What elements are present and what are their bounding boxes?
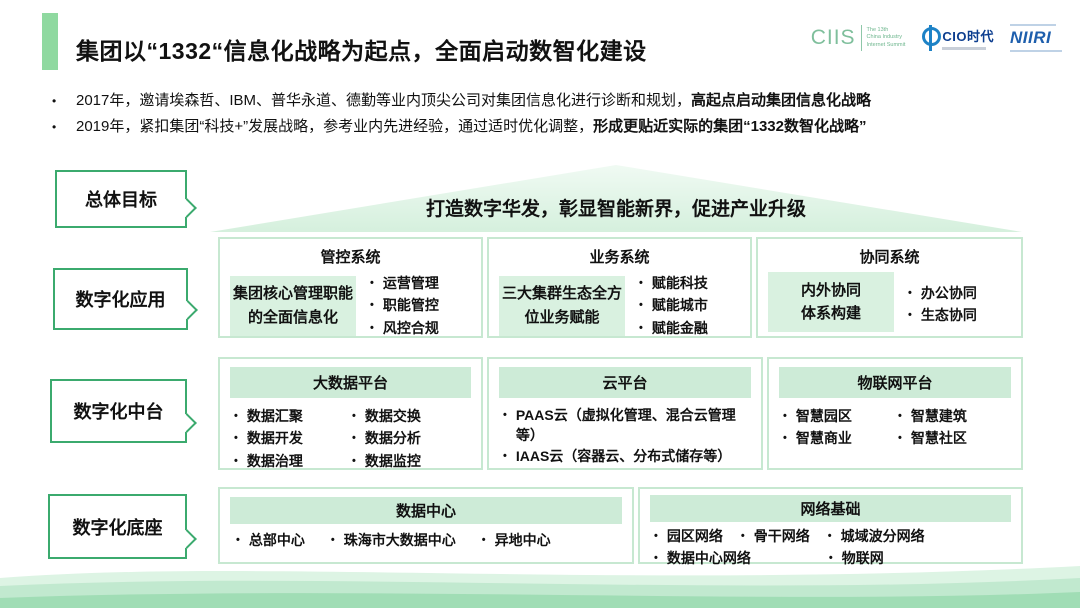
list-item: •数据开发 [234, 430, 303, 447]
intro-bullet-2019-text: 2019年，紧扣集团“科技+”发展战略，参考业内先进经验，通过适时优化调整， [76, 118, 594, 135]
panel-header-band: 大数据平台 [230, 367, 471, 398]
list-item: •智慧社区 [898, 430, 967, 447]
list-item: •数据分析 [352, 430, 421, 447]
panel-title: 管控系统 [320, 249, 381, 266]
list-item: •数据治理 [234, 452, 303, 469]
intro-bullet-2017-text: 2017年，邀请埃森哲、IBM、普华永道、德勤等业内顶尖公司对集团信息化进行诊断… [76, 92, 692, 109]
bullet-dot-icon: • [52, 120, 57, 134]
list-item: •智慧建筑 [898, 408, 967, 424]
intro-bullet-2019: • 2019年，紧扣集团“科技+”发展战略，参考业内先进经验，通过适时优化调整，… [52, 114, 1032, 140]
list-item: •物联网 [828, 550, 884, 567]
list-item: •生态协同 [908, 307, 977, 323]
title-accent-bar [42, 13, 58, 70]
panel-header-band: 网络基础 [650, 495, 1011, 522]
list-item: •数据汇聚 [234, 408, 303, 424]
panel-bigdata-platform: 大数据平台 •数据汇聚 •数据开发 •数据治理 •数据交换 •数据分析 •数据监… [218, 357, 483, 470]
ciis-logo-divider [860, 25, 862, 51]
niiri-logo-topbar [1010, 24, 1056, 26]
cio-logo-subtext-bar [942, 47, 987, 50]
goal-pyramid: 打造数字华发，彰显智能新界，促进产业升级 [210, 165, 1022, 232]
highlight-box: 内外协同 体系构建 [768, 272, 894, 332]
panel-data-center: 数据中心 •总部中心 •珠海市大数据中心 •异地中心 [218, 487, 634, 564]
niiri-logo-text: NIIRI [1010, 28, 1052, 47]
bottom-wave-decoration [0, 566, 1080, 608]
ciis-logo-text: CIIS [810, 26, 856, 49]
intro-bullet-2019-bold: 形成更贴近实际的集团“1332数智化战略” [593, 118, 867, 135]
logo-strip: CIIS The 13th China Industry Internet Su… [811, 24, 1062, 52]
intro-bullet-2017: • 2017年，邀请埃森哲、IBM、普华永道、德勤等业内顶尖公司对集团信息化进行… [52, 88, 1032, 114]
list-item: •总部中心 [236, 532, 305, 548]
highlight-box: 三大集群生态全方位业务赋能 [499, 275, 625, 336]
panel-network-base: 网络基础 •园区网络 •骨干网络 •城域波分网络 •数据中心网络 •物联网 [638, 487, 1023, 566]
list-item: •IAAS云（容器云、分布式储存等） [503, 447, 732, 464]
slide-title: 集团以“1332“信息化战略为起点，全面启动数智化建设 [76, 38, 647, 64]
list-item: •城域波分网络 [827, 528, 925, 544]
list-item: •赋能金融 [639, 319, 708, 336]
list-item: •PAAS云（虚拟化管理、混合云管理等） [503, 407, 736, 444]
list-item: •异地中心 [481, 532, 551, 548]
list-item: •赋能城市 [639, 297, 708, 314]
row-label-application: 数字化应用 [53, 268, 189, 330]
intro-bullet-2017-bold: 高起点启动集团信息化战略 [691, 92, 872, 109]
list-item: •职能管控 [370, 297, 439, 314]
list-item: •运营管理 [370, 275, 439, 291]
bullet-dot-icon: • [52, 94, 57, 108]
panel-header-band: 数据中心 [230, 497, 622, 524]
row-label-base: 数字化底座 [48, 494, 188, 559]
panel-title: 协同系统 [859, 249, 920, 266]
list-item: •数据中心网络 [654, 550, 751, 567]
list-item: •骨干网络 [740, 528, 810, 544]
row-label-goal: 总体目标 [55, 170, 188, 228]
niiri-logo-bottombar [1010, 50, 1062, 52]
panel-header-band: 云平台 [499, 367, 751, 398]
list-item: •数据监控 [352, 452, 421, 469]
goal-pyramid-text: 打造数字华发，彰显智能新界，促进产业升级 [425, 199, 806, 220]
cio-logo-text: CIO时代 [942, 29, 994, 44]
panel-business-system: 业务系统 三大集群生态全方位业务赋能 •赋能科技 •赋能城市 •赋能金融 [487, 237, 752, 338]
list-item: •数据交换 [352, 408, 421, 424]
intro-bullets: • 2017年，邀请埃森哲、IBM、普华永道、德勤等业内顶尖公司对集团信息化进行… [52, 88, 1032, 140]
list-item: •珠海市大数据中心 [330, 532, 456, 548]
list-item: •园区网络 [654, 528, 723, 544]
panel-collaboration-system: 协同系统 内外协同 体系构建 •办公协同 •生态协同 [756, 237, 1023, 338]
ciis-logo: CIIS The 13th China Industry Internet Su… [810, 25, 906, 51]
panel-iot-platform: 物联网平台 •智慧园区 •智慧商业 •智慧建筑 •智慧社区 [767, 357, 1023, 470]
highlight-box: 集团核心管理职能的全面信息化 [230, 275, 356, 336]
list-item: •智慧商业 [783, 430, 852, 447]
row-label-middle-platform: 数字化中台 [50, 379, 188, 443]
panel-cloud-platform: 云平台 •PAAS云（虚拟化管理、混合云管理等） •IAAS云（容器云、分布式储… [487, 357, 763, 470]
niiri-logo: NIIRI [1010, 24, 1062, 52]
cio-person-icon [921, 25, 942, 51]
list-item: •智慧园区 [783, 408, 852, 424]
list-item: •赋能科技 [639, 275, 708, 291]
panel-header-band: 物联网平台 [779, 367, 1011, 398]
panel-management-system: 管控系统 集团核心管理职能的全面信息化 •运营管理 •职能管控 •风控合规 [218, 237, 483, 338]
list-item: •办公协同 [908, 284, 977, 301]
ciis-logo-tagline: The 13th China Industry Internet Summit [866, 26, 906, 48]
list-item: •风控合规 [370, 319, 439, 336]
panel-title: 业务系统 [589, 249, 650, 266]
cio-logo: CIO时代 [921, 25, 994, 51]
